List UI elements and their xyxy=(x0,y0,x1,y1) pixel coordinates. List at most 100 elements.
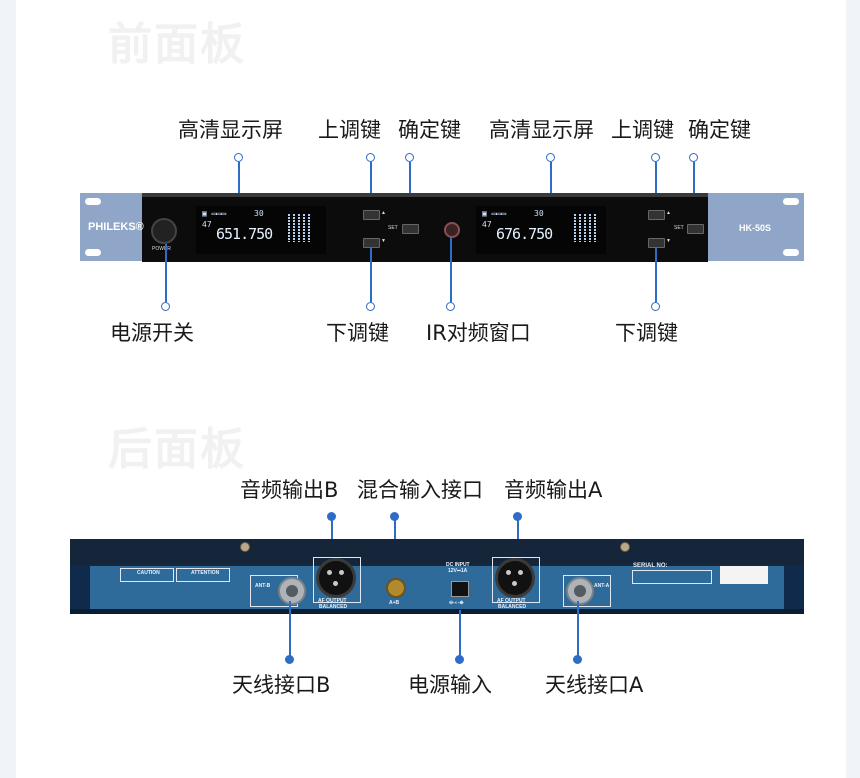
balanced-a-text: BALANCED xyxy=(498,604,527,610)
caution-text: CAUTION xyxy=(137,570,160,576)
down-arrow-icon: ▼ xyxy=(666,238,671,244)
audio-out-a-connector[interactable] xyxy=(495,558,535,598)
label-up-key-1: 上调键 xyxy=(318,118,381,142)
attention-label: ATTENTION xyxy=(176,568,230,582)
lcd-group: 47 xyxy=(202,220,212,229)
level-meter xyxy=(594,214,596,242)
label-audio-out-a: 音频输出A xyxy=(504,478,603,502)
label-power-switch: 电源开关 xyxy=(110,321,194,345)
callout-marker xyxy=(546,153,555,162)
set-text-1: SET xyxy=(388,225,398,231)
callout-line xyxy=(289,601,291,657)
label-display-2: 高清显示屏 xyxy=(489,118,594,142)
lcd-display-2: ▣ ▭▭▭ 30 47 676.750 xyxy=(476,206,606,254)
callout-marker xyxy=(651,153,660,162)
front-section-title: 前面板 xyxy=(108,19,246,70)
label-display-1: 高清显示屏 xyxy=(178,118,283,142)
antenna-a-frame xyxy=(563,575,611,607)
level-meter xyxy=(303,214,305,242)
callout-line xyxy=(165,244,167,302)
level-meter xyxy=(298,214,300,242)
callout-line xyxy=(550,162,552,220)
label-confirm-key-2: 确定键 xyxy=(688,118,751,142)
level-meter xyxy=(579,214,581,242)
ant-b-text: ANT-B xyxy=(255,583,271,589)
audio-out-b-connector[interactable] xyxy=(316,558,356,598)
bnc-center xyxy=(286,585,298,597)
bnc-center xyxy=(574,585,586,597)
level-meter xyxy=(308,214,310,242)
xlr-pin xyxy=(506,570,511,575)
mix-input-jack[interactable] xyxy=(386,578,406,598)
callout-line xyxy=(370,247,372,302)
label-confirm-key-1: 确定键 xyxy=(398,118,461,142)
callout-marker xyxy=(446,302,455,311)
lcd-group: 47 xyxy=(482,220,492,229)
level-meter xyxy=(574,214,576,242)
ant-a-text: ANT-A xyxy=(594,583,610,589)
callout-marker xyxy=(405,153,414,162)
callout-marker xyxy=(366,302,375,311)
rear-section-title: 后面板 xyxy=(108,424,246,475)
xlr-pin xyxy=(327,570,332,575)
set-key-2[interactable] xyxy=(687,224,704,234)
lcd-battery: ▣ ▭▭▭ xyxy=(482,209,507,218)
lcd-channel: 30 xyxy=(254,209,264,218)
callout-line xyxy=(450,238,452,302)
screw xyxy=(240,542,250,552)
rack-slot xyxy=(783,198,799,205)
xlr-a-frame xyxy=(492,557,540,603)
callout-marker xyxy=(689,153,698,162)
label-up-key-2: 上调键 xyxy=(611,118,674,142)
power-switch[interactable] xyxy=(151,218,177,244)
callout-line xyxy=(370,162,372,212)
set-text-2: SET xyxy=(674,225,684,231)
level-meter xyxy=(584,214,586,242)
lcd-frequency: 676.750 xyxy=(496,225,553,243)
up-key-2[interactable] xyxy=(648,210,665,220)
af-output-a-text: AF OUTPUT xyxy=(497,598,526,604)
set-key-1[interactable] xyxy=(402,224,419,234)
antenna-a-connector[interactable] xyxy=(566,577,594,605)
label-ir-window: IR对频窗口 xyxy=(426,321,531,345)
antenna-b-connector[interactable] xyxy=(278,577,306,605)
screw xyxy=(620,542,630,552)
callout-marker xyxy=(161,302,170,311)
callout-line xyxy=(238,162,240,220)
callout-marker xyxy=(234,153,243,162)
down-key-2[interactable] xyxy=(648,238,665,248)
up-key-1[interactable] xyxy=(363,210,380,220)
lcd-display-1: ▣ ▭▭▭ 30 47 651.750 xyxy=(196,206,326,254)
xlr-pin xyxy=(512,581,517,586)
xlr-pin xyxy=(333,581,338,586)
up-arrow-icon: ▲ xyxy=(381,210,386,216)
callout-marker xyxy=(366,153,375,162)
barcode-sticker xyxy=(720,566,768,584)
af-output-b-text: AF OUTPUT xyxy=(318,598,347,604)
down-key-1[interactable] xyxy=(363,238,380,248)
ir-window xyxy=(444,222,460,238)
label-mix-input: 混合输入接口 xyxy=(357,478,483,502)
label-down-key-1: 下调键 xyxy=(326,321,389,345)
callout-dot xyxy=(455,655,464,664)
lcd-channel: 30 xyxy=(534,209,544,218)
xlr-pin xyxy=(518,570,523,575)
serial-text: SERIAL NO: xyxy=(633,563,668,569)
callout-line xyxy=(655,247,657,302)
front-panel-top-edge xyxy=(142,193,708,197)
callout-line xyxy=(655,162,657,212)
lcd-frequency: 651.750 xyxy=(216,225,273,243)
callout-line xyxy=(459,610,461,657)
dc-input-text: DC INPUT xyxy=(446,562,470,568)
rack-slot xyxy=(85,249,101,256)
dc-power-jack[interactable] xyxy=(451,581,469,597)
label-antenna-b: 天线接口B xyxy=(232,673,331,697)
callout-dot xyxy=(573,655,582,664)
callout-dot xyxy=(327,512,336,521)
label-antenna-a: 天线接口A xyxy=(545,673,644,697)
rear-panel-band xyxy=(90,566,784,611)
caution-label: CAUTION xyxy=(120,568,174,582)
level-meter xyxy=(589,214,591,242)
label-audio-out-b: 音频输出B xyxy=(240,478,339,502)
left-margin-strip xyxy=(0,0,16,778)
